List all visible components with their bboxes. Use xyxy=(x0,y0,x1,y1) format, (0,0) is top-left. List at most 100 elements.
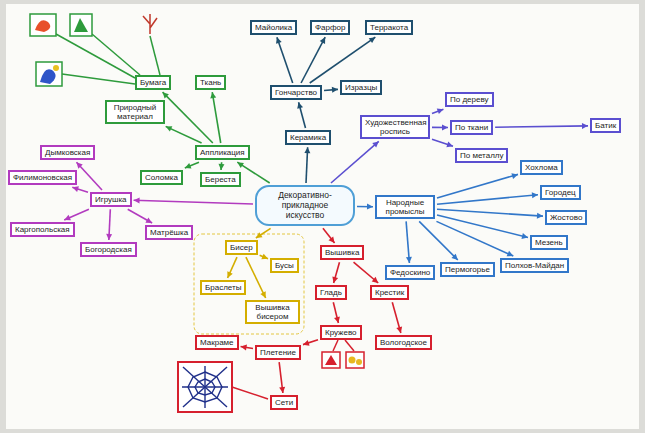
topic-text: Макраме xyxy=(200,338,234,347)
topic-box: Батик xyxy=(590,118,621,133)
topic-text: Батик xyxy=(595,121,616,130)
branch-arrow xyxy=(304,147,310,183)
branch-arrow xyxy=(134,197,253,204)
topic-text: Гончарство xyxy=(275,88,317,97)
topic-box: Игрушка xyxy=(90,192,132,207)
picture-frame xyxy=(346,352,364,368)
topic-box: Народные промыслы xyxy=(375,195,435,219)
picture-lace xyxy=(325,355,337,365)
branch-arrow xyxy=(495,123,588,129)
topic-box: Крестик xyxy=(370,285,409,300)
branch-arrow xyxy=(297,102,305,128)
branch-arrow xyxy=(279,362,285,393)
topic-box: Соломка xyxy=(140,170,183,185)
topic-text: Бумага xyxy=(140,78,166,87)
topic-box: Керамика xyxy=(285,130,331,145)
branch-arrow xyxy=(303,340,318,346)
branch-arrow xyxy=(241,344,253,350)
topic-box: Художественная роспись xyxy=(360,115,430,139)
topic-text: Береста xyxy=(205,175,236,184)
branch-arrow xyxy=(392,302,402,333)
central-topic: Декоративно-прикладное искусство xyxy=(255,185,355,226)
topic-box: Полхов-Майдан xyxy=(500,258,569,273)
picture-twig xyxy=(143,14,157,34)
topic-box: Жостово xyxy=(545,210,587,225)
branch-arrow xyxy=(432,124,448,130)
topic-box: Плетение xyxy=(255,345,301,360)
topic-text: Художественная роспись xyxy=(365,118,425,136)
branch-arrow xyxy=(406,221,412,263)
topic-box: Вышивка xyxy=(320,245,364,260)
topic-text: Природный материал xyxy=(110,103,160,121)
branch-arrow xyxy=(301,37,325,83)
topic-text: Дымковская xyxy=(45,148,90,157)
branch-arrow xyxy=(437,209,543,218)
branch-arrow xyxy=(185,162,199,168)
topic-box: Природный материал xyxy=(105,100,165,124)
leader-line xyxy=(232,387,268,399)
topic-text: Майолика xyxy=(255,23,292,32)
branch-arrow xyxy=(210,92,220,143)
branch-arrow xyxy=(276,37,293,83)
topic-box: Сети xyxy=(270,395,298,410)
topic-box: Мезень xyxy=(530,235,568,250)
picture-dot xyxy=(349,357,356,364)
group-outline xyxy=(194,234,304,334)
topic-text: Плетение xyxy=(260,348,296,357)
topic-text: Соломка xyxy=(145,173,178,182)
leader-line xyxy=(345,340,354,351)
topic-box: Береста xyxy=(200,172,241,187)
branch-arrow xyxy=(419,221,458,260)
topic-box: Вологодское xyxy=(375,335,432,350)
branch-arrow xyxy=(333,302,340,323)
branch-arrow xyxy=(332,262,339,283)
topic-box: Богородская xyxy=(80,242,137,257)
topic-box: Каргопольская xyxy=(10,222,75,237)
topic-box: Бумага xyxy=(135,75,171,90)
topic-text: Матрёшка xyxy=(150,228,188,237)
topic-box: Вышивка бисером xyxy=(245,300,300,324)
picture-fabric xyxy=(35,20,50,32)
topic-box: Ткань xyxy=(195,75,226,90)
picture-frame xyxy=(30,14,56,36)
spider-web xyxy=(178,362,232,412)
picture-dot xyxy=(53,65,59,71)
topic-box: Матрёшка xyxy=(145,225,193,240)
topic-text: По металлу xyxy=(460,151,503,160)
branch-arrow xyxy=(432,139,453,147)
branch-arrow xyxy=(227,257,237,278)
topic-box: Гончарство xyxy=(270,85,322,100)
branch-arrow xyxy=(64,209,89,220)
leader-line xyxy=(333,340,338,351)
topic-box: Федоскино xyxy=(385,265,435,280)
picture-dot xyxy=(356,359,362,365)
branch-arrow xyxy=(437,192,538,204)
topic-text: Игрушка xyxy=(95,195,127,204)
topic-box: По ткани xyxy=(450,120,493,135)
topic-box: Гладь xyxy=(315,285,347,300)
topic-text: Сети xyxy=(275,398,293,407)
topic-box: Браслеты xyxy=(200,280,246,295)
topic-box: Бисер xyxy=(225,240,258,255)
topic-text: Вышивка xyxy=(325,248,359,257)
branch-arrow xyxy=(163,92,213,143)
picture-leaf xyxy=(74,18,88,32)
topic-text: Вологодское xyxy=(380,338,427,347)
topic-box: Терракота xyxy=(365,20,413,35)
topic-box: Макраме xyxy=(195,335,239,350)
branch-arrow xyxy=(357,204,373,210)
topic-text: Гладь xyxy=(320,288,342,297)
branch-arrow xyxy=(246,257,266,298)
branch-arrow xyxy=(166,126,202,143)
topic-text: Изразцы xyxy=(345,83,377,92)
topic-text: Ткань xyxy=(200,78,221,87)
topic-text: Кружево xyxy=(325,328,357,337)
branch-arrow xyxy=(432,108,443,114)
topic-text: Народные промыслы xyxy=(380,198,430,216)
topic-text: Декоративно-прикладное искусство xyxy=(263,191,347,220)
topic-text: Бисер xyxy=(230,243,253,252)
topic-text: Богородская xyxy=(85,245,132,254)
branch-arrow xyxy=(76,162,102,190)
topic-text: По дереву xyxy=(450,95,489,104)
